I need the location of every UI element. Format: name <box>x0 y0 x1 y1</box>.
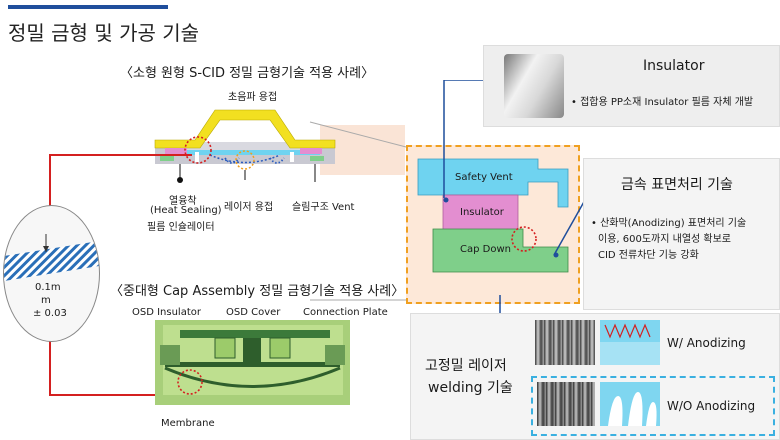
scid-cross-section-diagram <box>154 109 405 183</box>
label-osd-insulator: OSD Insulator <box>132 307 201 318</box>
zoom-connector-lines <box>309 121 411 301</box>
surface-box-line1: • 산화막(Anodizing) 표면처리 기술 <box>591 218 747 229</box>
zoom-label-insulator: Insulator <box>460 207 504 218</box>
without-anodizing-frame <box>531 376 775 436</box>
label-laser-welding: 레이저 용접 <box>224 202 274 213</box>
section2-heading: 〈중대형 Cap Assembly 정밀 금형기술 적용 사례〉 <box>110 284 405 299</box>
label-osd-cover: OSD Cover <box>226 307 281 318</box>
dimension-tolerance: ± 0.03 <box>33 308 67 319</box>
without-anodizing-schematic <box>600 382 660 426</box>
laser-box-title2: welding 기술 <box>428 380 513 396</box>
with-anodizing-schematic <box>600 320 660 365</box>
label-film-insulator: 필름 인슐레이터 <box>147 222 215 233</box>
label-slim-vent: 슬림구조 Vent <box>292 202 355 213</box>
label-without-anodizing: W/O Anodizing <box>667 399 756 413</box>
title-accent-bar <box>8 5 168 9</box>
insulator-box-title: Insulator <box>643 58 705 74</box>
hatched-layer-detail <box>4 234 99 281</box>
zoom-detail-box <box>406 145 580 304</box>
with-anodizing-micrograph <box>535 320 595 365</box>
cap-assembly-diagram <box>155 320 350 405</box>
label-ultrasonic-welding: 초음파 용접 <box>228 92 278 103</box>
film-roll-photo <box>504 54 564 118</box>
label-membrane: Membrane <box>161 418 215 429</box>
label-connection-plate: Connection Plate <box>303 307 388 318</box>
surface-box-line2: 이용, 600도까지 내열성 확보로 <box>598 234 732 245</box>
surface-box-title: 금속 표면처리 기술 <box>621 177 733 193</box>
zoom-detail-diagram <box>417 158 569 273</box>
zoom-label-safety-vent: Safety Vent <box>455 172 513 183</box>
magnifier-circle <box>3 205 100 342</box>
page-title: 정밀 금형 및 가공 기술 <box>8 21 200 45</box>
insulator-box-bullet: • 접합용 PP소재 Insulator 필름 자체 개발 <box>571 97 754 108</box>
dimension-value: 0.1m <box>35 282 61 293</box>
label-with-anodizing: W/ Anodizing <box>667 336 746 350</box>
no-anodizing-pattern-icon <box>608 392 657 426</box>
section1-heading: 〈소형 원형 S-CID 정밀 금형기술 적용 사례〉 <box>120 66 375 81</box>
surface-box-line3: CID 전류차단 기능 강화 <box>598 250 699 261</box>
label-heat-sealing-en: (Heat Sealing) <box>150 205 222 216</box>
zoom-label-cap-down: Cap Down <box>460 244 511 255</box>
laser-box-title1: 고정밀 레이저 <box>425 358 507 374</box>
label-heat-sealing: 열융착 <box>169 196 197 207</box>
insulator-info-box <box>483 45 780 127</box>
without-anodizing-micrograph <box>537 382 595 426</box>
magnifier-connector <box>49 154 200 396</box>
dimension-unit: m <box>41 295 51 306</box>
anodizing-pattern-icon <box>600 323 660 365</box>
